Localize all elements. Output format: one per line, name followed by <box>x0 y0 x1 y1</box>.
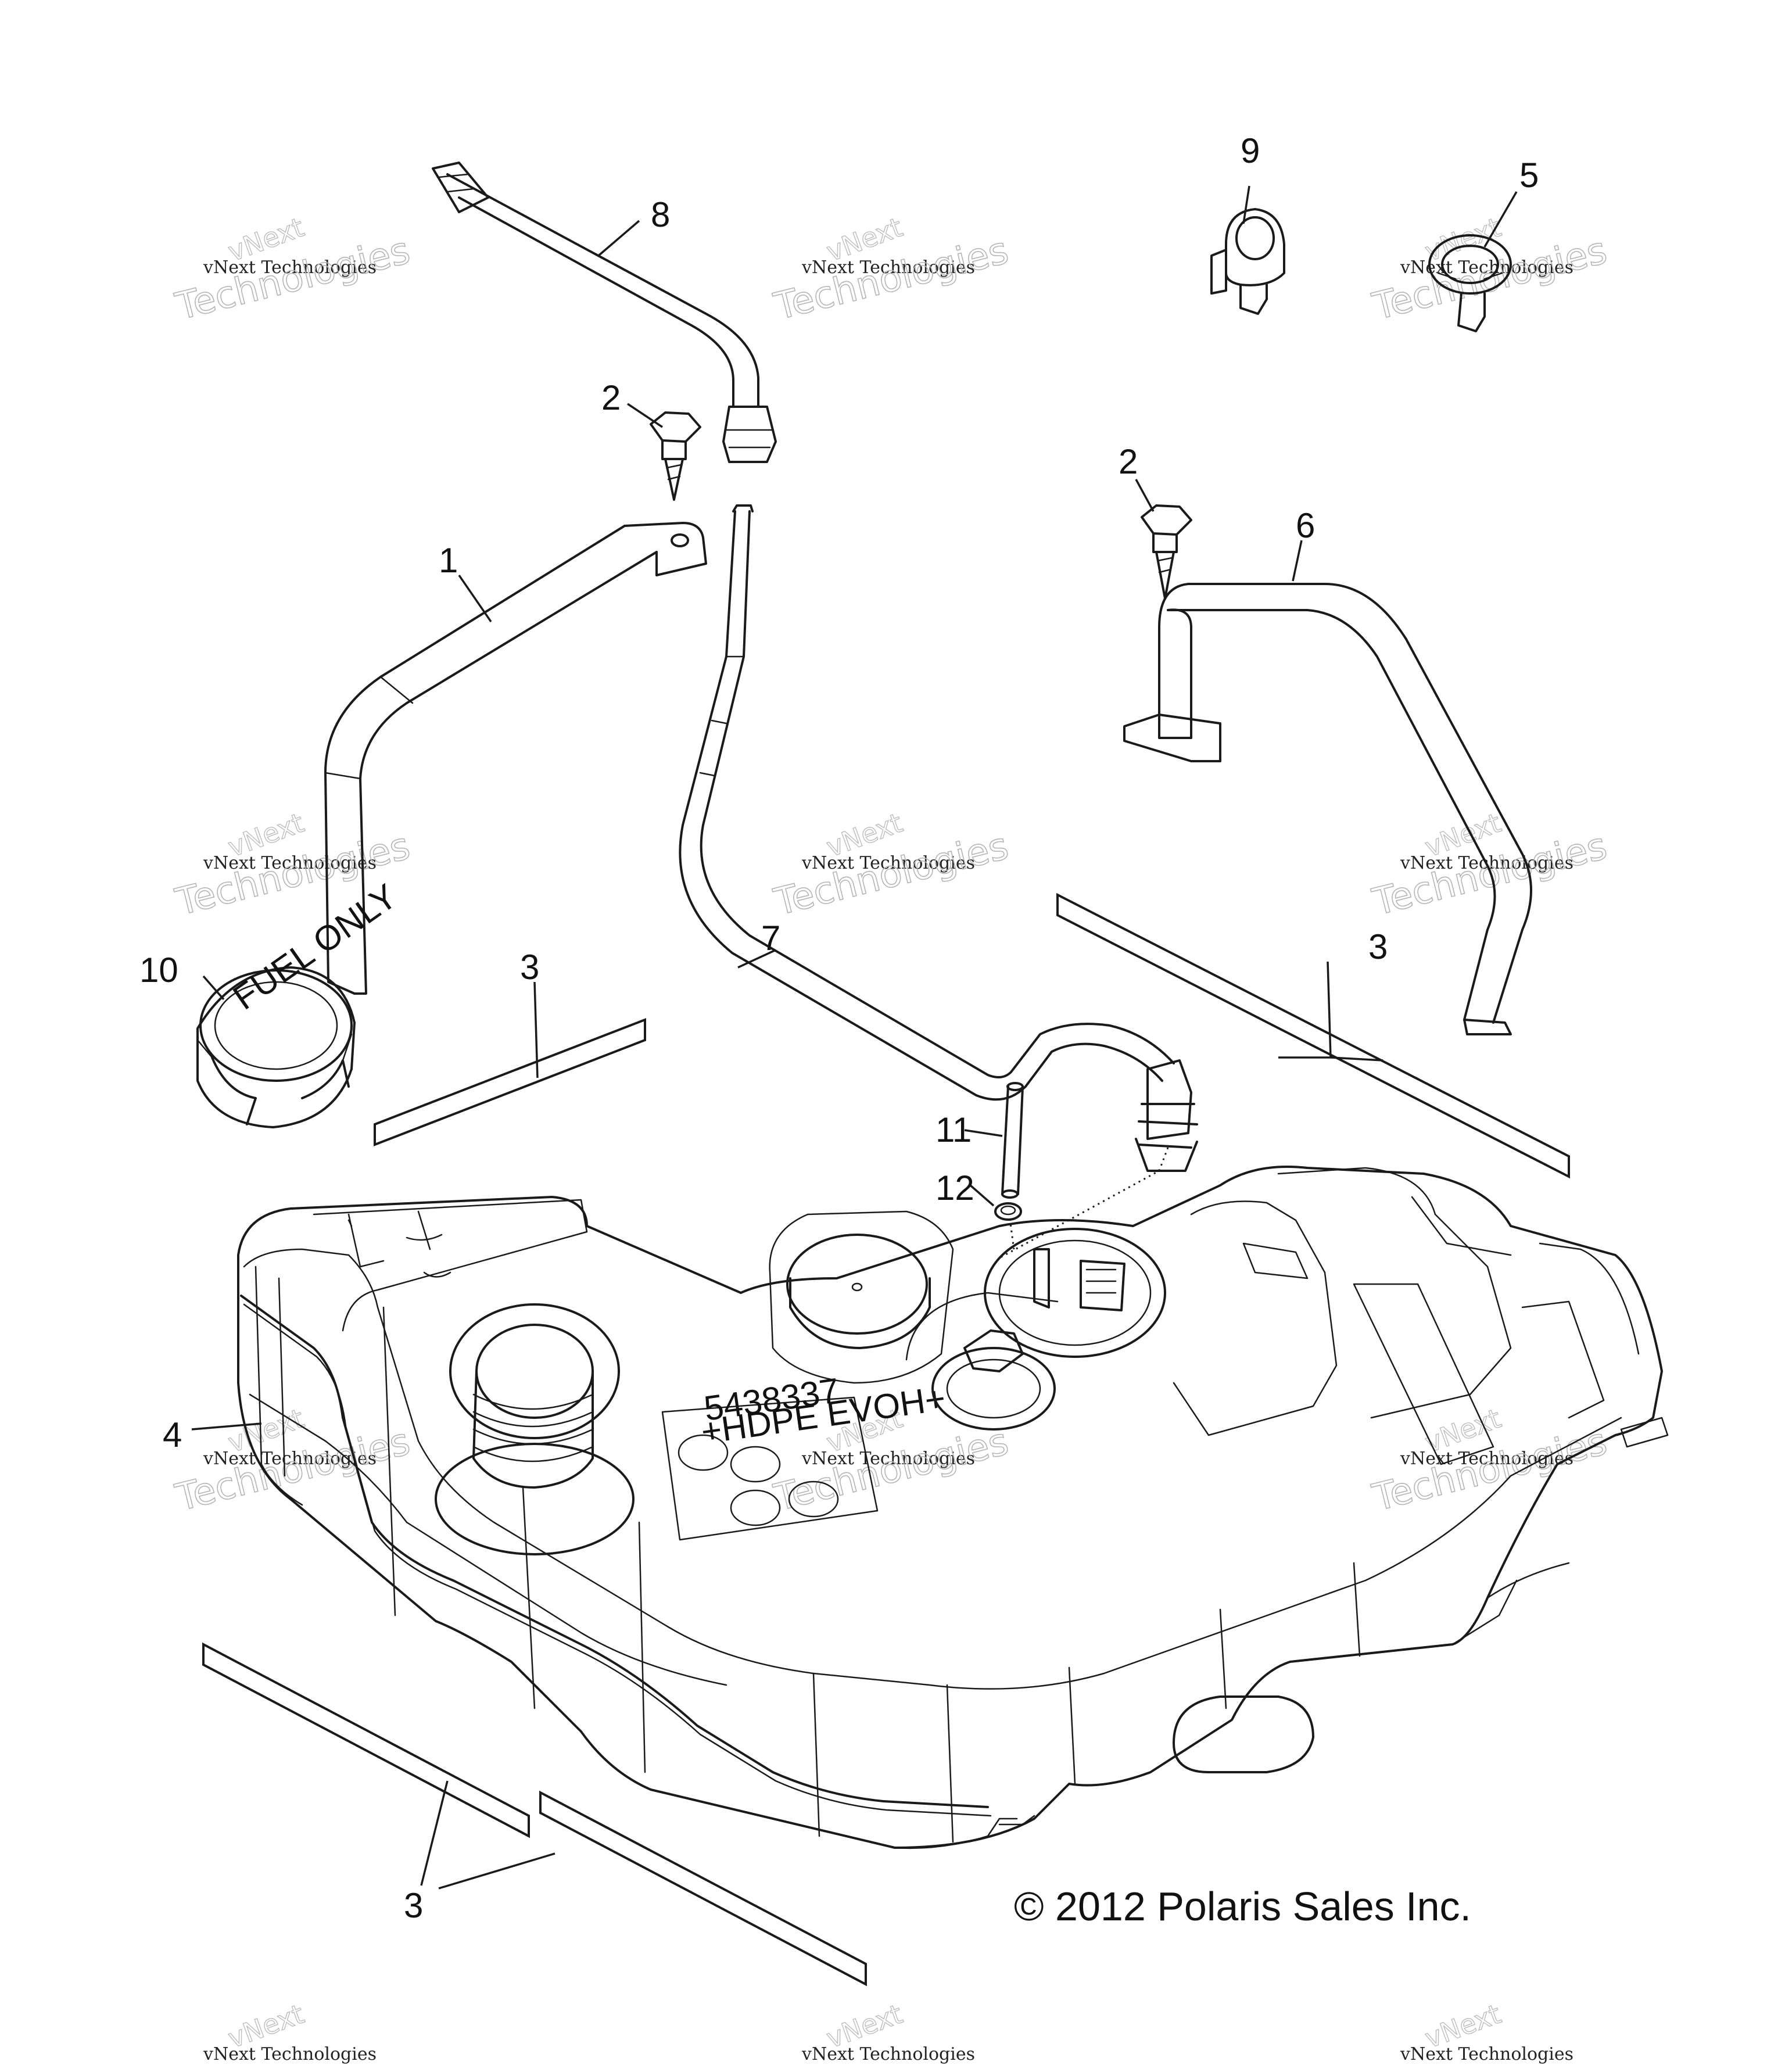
leader-1 <box>458 575 492 622</box>
part-3-pad-bottom-center <box>539 1790 867 1987</box>
callout-2-left: 2 <box>601 378 621 417</box>
watermark-text: vNext Technologies <box>203 2044 377 2064</box>
copyright-notice: © 2012 Polaris Sales Inc. <box>1014 1884 1471 1929</box>
watermark-text: vNext Technologies <box>801 853 975 873</box>
watermark-row-1-left: vNext vNext Technologies Technologies <box>171 211 414 329</box>
callout-3-top-right: 3 <box>1368 927 1388 966</box>
watermark-row-3-right: vNext vNext Technologies Technologies <box>1368 1402 1611 1521</box>
part-10-fuel-cap: FUEL ONLY <box>196 876 404 1128</box>
part-6-tank-strap-right <box>1123 583 1532 1035</box>
leader-4 <box>191 1422 262 1431</box>
watermark-text: vNext Technologies <box>801 1449 975 1469</box>
part-3-pad-bottom-left <box>202 1642 530 1838</box>
callout-7: 7 <box>761 919 780 958</box>
watermark-row-4-right: vNext vNext Technologies <box>1400 1998 1573 2064</box>
watermark-row-4-center: vNext vNext Technologies <box>801 1998 975 2064</box>
part-7-fuel-line <box>679 504 1198 1172</box>
watermark-row-2-right: vNext vNext Technologies Technologies <box>1368 806 1611 925</box>
callout-3-top-left: 3 <box>520 948 539 987</box>
leader-7 <box>737 949 776 969</box>
callout-10: 10 <box>139 951 178 990</box>
watermark-text: vNext Technologies <box>801 2044 975 2064</box>
leader-6 <box>1292 540 1303 582</box>
watermark-row-4-left: vNext vNext Technologies <box>203 1998 377 2064</box>
leader-2-right <box>1135 479 1155 512</box>
callout-11: 11 <box>935 1110 972 1149</box>
leader-3-top-left <box>533 981 539 1078</box>
leader-3-bottom <box>420 1780 555 1890</box>
leader-8 <box>597 220 640 257</box>
callout-4: 4 <box>163 1415 182 1454</box>
callout-12: 12 <box>935 1168 974 1207</box>
part-2-bolt-left <box>650 411 701 501</box>
part-9-clip <box>1210 208 1285 315</box>
callout-9: 9 <box>1241 131 1260 170</box>
part-3-pad-top-left <box>374 1018 646 1146</box>
leader-3-top-right <box>1278 961 1383 1062</box>
part-1-tank-strap-left <box>324 522 707 995</box>
leader-10 <box>202 975 225 1001</box>
callout-3-bottom: 3 <box>404 1886 423 1925</box>
assembly-line-fuel-line <box>999 1147 1169 1259</box>
callout-6: 6 <box>1296 506 1315 545</box>
watermark-text: vNext Technologies <box>203 257 377 278</box>
leader-12 <box>969 1184 995 1207</box>
callout-8: 8 <box>651 195 670 234</box>
watermark-row-2-center: vNext vNext Technologies Technologies <box>769 806 1013 925</box>
watermark-row-1-center: vNext vNext Technologies Technologies <box>769 211 1013 329</box>
leader-11 <box>964 1129 1003 1137</box>
callout-5: 5 <box>1519 156 1539 195</box>
leader-9 <box>1242 185 1250 224</box>
callout-2-right: 2 <box>1119 442 1138 481</box>
watermark-text: vNext Technologies <box>1400 2044 1573 2064</box>
leader-2-left <box>627 403 663 428</box>
part-8-vent-hose <box>432 162 777 463</box>
part-11-tube <box>1001 1082 1024 1199</box>
watermark-text: vNext Technologies <box>203 853 377 873</box>
watermark-text: vNext Technologies <box>801 257 975 278</box>
callout-1: 1 <box>439 541 458 580</box>
part-12-o-ring <box>994 1202 1022 1221</box>
part-5-hose-clamp <box>1428 234 1512 332</box>
leader-5 <box>1483 191 1518 248</box>
part-3-pad-top-right <box>1056 892 1570 1179</box>
watermark-row-1-right: vNext vNext Technologies Technologies <box>1368 211 1611 329</box>
part-4-fuel-tank: 5438337 +HDPE EVOH+ <box>237 1166 1669 1849</box>
